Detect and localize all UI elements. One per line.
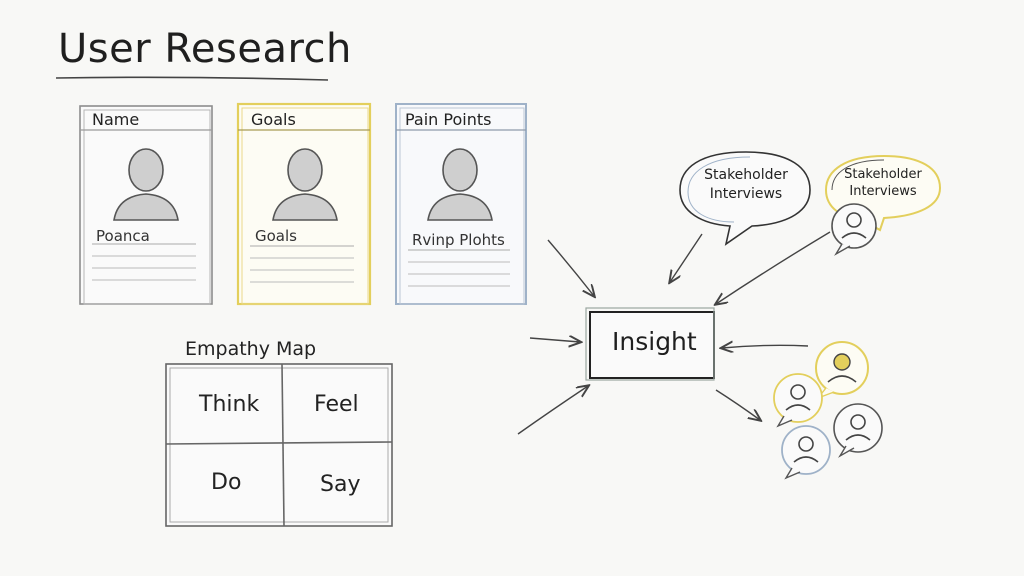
arrow-interview1-to-insight: [670, 233, 703, 282]
empathy-map-grid: [165, 363, 393, 527]
speech-bubble-1: [679, 151, 811, 246]
persona-card-name: [79, 105, 213, 305]
insight-box: [585, 307, 715, 381]
person-bubble-icon: [833, 403, 883, 458]
arrow-left-to-insight: [529, 338, 580, 342]
empathy-cell-think: Think: [199, 392, 260, 417]
empathy-map-title: Empathy Map: [185, 338, 317, 360]
persona-card-header: Name: [92, 110, 140, 129]
empathy-cell-do: Do: [211, 470, 242, 495]
insight-label: Insight: [612, 327, 697, 356]
persona-card-goals: [236, 102, 372, 306]
stakeholder-bubble-text: Stakeholder Interviews: [690, 166, 802, 204]
persona-card-header: Pain Points: [405, 110, 492, 129]
empathy-cell-say: Say: [320, 472, 361, 497]
stakeholder-line-1: Stakeholder: [844, 167, 922, 182]
page-title: User Research: [58, 26, 352, 72]
stakeholder-bubble-text: Stakeholder Interviews: [832, 166, 934, 200]
arrow-map-to-insight: [517, 386, 588, 435]
arrow-cards-to-insight: [547, 239, 594, 296]
stakeholder-line-2: Interviews: [709, 186, 783, 202]
arrow-interview2-to-insight: [716, 231, 831, 304]
avatar-silhouette-icon: [113, 148, 179, 221]
stakeholder-line-1: Stakeholder: [704, 167, 788, 183]
persona-card-subtitle: Goals: [255, 227, 297, 245]
arrow-insight-to-group: [715, 389, 760, 420]
persona-card-pain-points: [395, 103, 527, 305]
stakeholder-line-2: Interviews: [849, 184, 917, 199]
arrow-group-to-insight: [722, 345, 809, 348]
empathy-cell-feel: Feel: [314, 392, 359, 417]
persona-card-subtitle: Poanca: [96, 227, 150, 245]
person-bubble-icon: [831, 203, 877, 256]
avatar-silhouette-icon: [427, 148, 493, 221]
person-bubble-icon: [773, 373, 823, 428]
title-underline: [55, 76, 329, 81]
persona-card-header: Goals: [251, 110, 296, 129]
avatar-silhouette-icon: [272, 148, 338, 221]
person-bubble-icon: [815, 341, 869, 400]
persona-card-subtitle: Rvinp Plohts: [412, 231, 505, 249]
person-bubble-icon: [781, 425, 831, 480]
